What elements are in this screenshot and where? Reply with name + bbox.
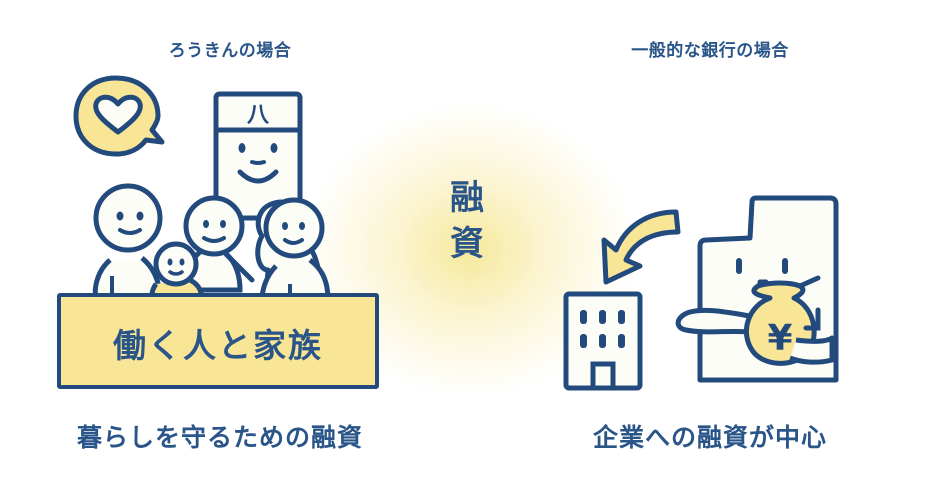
banker-figure: ¥ bbox=[675, 195, 839, 383]
office-building-icon bbox=[563, 291, 643, 391]
family-figures bbox=[92, 183, 331, 305]
left-caption: 暮らしを守るための融資 bbox=[76, 423, 363, 452]
speech-bubble-heart-icon bbox=[73, 75, 165, 157]
curved-arrow-icon bbox=[601, 209, 681, 285]
center-loan-label: 融資 bbox=[450, 178, 484, 264]
family-label-text: 働く人と家族 bbox=[113, 326, 323, 365]
left-heading: ろうきんの場合 bbox=[168, 41, 292, 61]
worker-figure: 八 bbox=[213, 91, 303, 221]
right-heading: 一般的な銀行の場合 bbox=[631, 41, 789, 61]
right-caption: 企業への融資が中心 bbox=[592, 423, 827, 452]
headband-char: 八 bbox=[247, 103, 270, 128]
family-label-box: 働く人と家族 bbox=[57, 293, 379, 389]
heart-icon bbox=[93, 94, 143, 135]
yen-symbol: ¥ bbox=[767, 318, 792, 359]
